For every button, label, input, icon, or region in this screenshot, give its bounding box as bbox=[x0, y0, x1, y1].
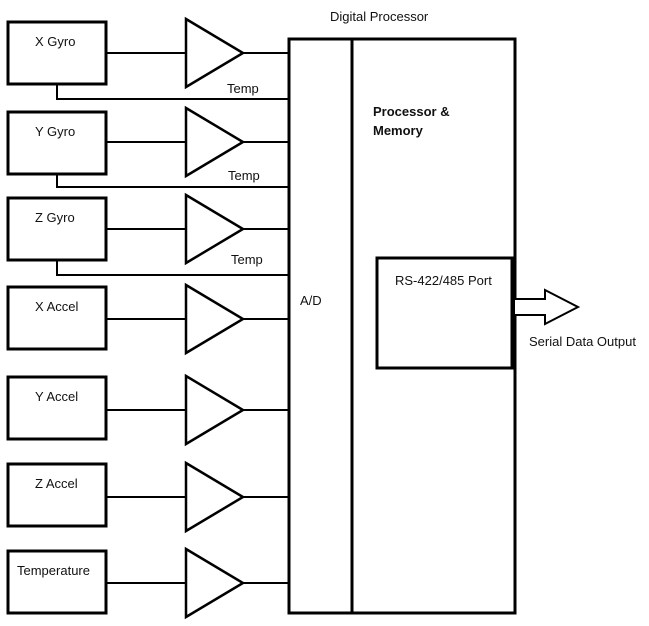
sensor-box bbox=[6, 549, 108, 615]
sensor-label: Z Gyro bbox=[35, 210, 75, 225]
ad-converter-block bbox=[287, 37, 354, 615]
diagram-title: Digital Processor bbox=[330, 9, 429, 24]
sensor-label: Z Accel bbox=[35, 476, 78, 491]
temp-label: Temp bbox=[227, 81, 259, 96]
output-arrow-icon bbox=[515, 288, 581, 326]
serial-port-block bbox=[375, 256, 514, 370]
amplifier-icon bbox=[184, 16, 246, 90]
sensor-box bbox=[6, 375, 108, 441]
sensor-box bbox=[6, 110, 108, 176]
processor-label-line2: Memory bbox=[373, 123, 424, 138]
ad-converter-label: A/D bbox=[300, 293, 322, 308]
sensor-label: X Gyro bbox=[35, 34, 75, 49]
sensor-row: Z Accel bbox=[6, 460, 289, 534]
amplifier-icon bbox=[184, 373, 246, 447]
amplifier-icon bbox=[184, 282, 246, 356]
temp-wire bbox=[56, 260, 289, 276]
sensor-box bbox=[6, 462, 108, 528]
serial-port-label: RS-422/485 Port bbox=[395, 273, 492, 288]
temp-wire bbox=[56, 174, 289, 188]
amplifier-icon bbox=[184, 105, 246, 179]
temp-wire bbox=[56, 84, 289, 100]
sensor-label: Temperature bbox=[17, 563, 90, 578]
sensor-row: Y Accel bbox=[6, 373, 289, 447]
amplifier-icon bbox=[184, 546, 246, 620]
sensor-label: Y Accel bbox=[35, 389, 78, 404]
sensor-box bbox=[6, 285, 108, 351]
amplifier-icon bbox=[184, 192, 246, 266]
sensor-row: Temperature bbox=[6, 546, 289, 620]
sensor-box bbox=[6, 196, 108, 262]
sensor-row: X Accel bbox=[6, 282, 289, 356]
sensor-box bbox=[6, 20, 108, 86]
temp-label: Temp bbox=[231, 252, 263, 267]
sensor-label: Y Gyro bbox=[35, 124, 75, 139]
processor-label-line1: Processor & bbox=[373, 104, 450, 119]
temp-label: Temp bbox=[228, 168, 260, 183]
sensor-label: X Accel bbox=[35, 299, 78, 314]
amplifier-icon bbox=[184, 460, 246, 534]
output-label: Serial Data Output bbox=[529, 334, 636, 349]
